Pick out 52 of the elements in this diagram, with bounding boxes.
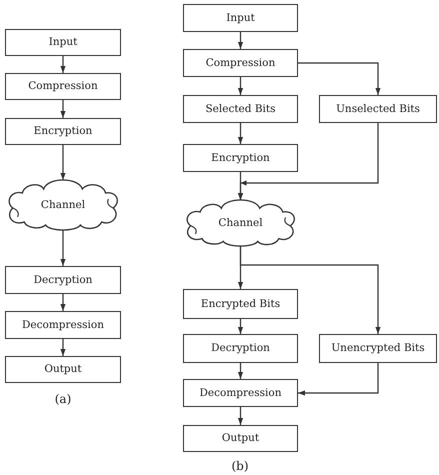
node-label: Encryption [34,125,92,138]
process-box [5,266,121,294]
node-label: Compression [28,80,98,93]
node-label: Decryption [34,274,92,286]
process-box [5,73,121,100]
arrow [238,319,244,334]
node-label: Encrypted Bits [200,298,280,310]
arrow [238,32,244,49]
node-label: Decryption [211,342,270,355]
node-label: Output [44,363,82,376]
node-label: Channel [40,198,86,212]
arrow [238,363,244,379]
node-label: Selected Bits [205,102,276,116]
process-box [183,425,298,452]
process-box [183,49,298,77]
process-box [183,334,298,363]
arrow [238,123,244,144]
process-box [319,334,437,363]
process-box [183,144,298,172]
process-box [319,95,437,123]
arrow [238,407,244,425]
arrow [60,145,66,180]
process-box [5,356,121,383]
arrow [60,56,66,73]
node-label: Output [222,432,260,445]
node-label: Input [226,12,255,24]
arrow [60,339,66,356]
process-box [5,29,121,56]
process-box [183,95,298,123]
node-label: Compression [206,56,276,70]
node-label: Unselected Bits [336,102,420,116]
process-box [183,379,298,407]
node-label: Input [48,36,78,49]
arrow [238,77,244,95]
arrow [60,294,66,311]
node-label: Unencrypted Bits [331,342,425,355]
subfigure-label: (a) [54,392,72,406]
arrow [60,100,66,118]
arrow [60,230,66,266]
node-label: Encryption [211,152,270,164]
node-label: Decompression [200,386,282,400]
process-box [5,118,121,145]
process-box [183,4,298,32]
node-label: Channel [218,216,263,230]
subfigure-label: (b) [231,459,249,474]
node-label: Decompression [22,318,104,332]
arrow [240,246,381,334]
process-box [183,289,298,319]
arrow [298,363,379,396]
arrow [298,62,381,95]
process-box [5,311,121,339]
arrow [238,123,379,200]
